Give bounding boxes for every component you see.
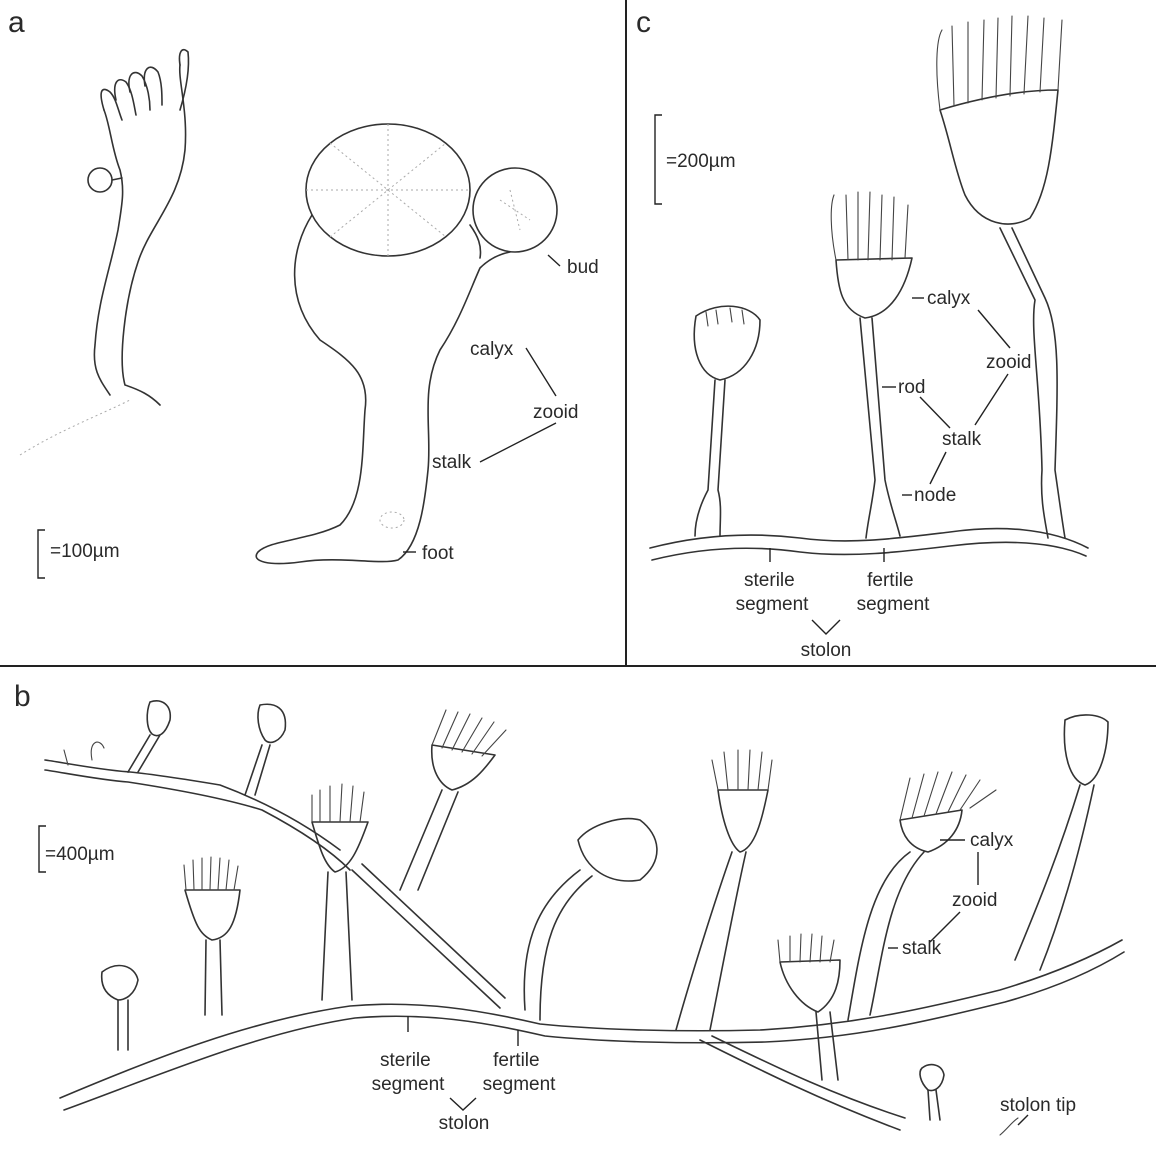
label-c-sterile-line2: segment [736, 594, 810, 615]
label-b-stolon: stolon [439, 1113, 490, 1134]
panel-b-letter: b [14, 680, 31, 713]
panel-c-zooid-left [694, 306, 760, 536]
label-a-foot: foot [422, 543, 454, 564]
label-c-sterile-segment: sterile segment [736, 570, 810, 615]
panel-b-zooids [102, 701, 1108, 1135]
label-c-sterile-line1: sterile [744, 570, 795, 591]
panel-b-stolon [60, 940, 1122, 1098]
label-c-calyx: calyx [927, 288, 971, 309]
label-a-stalk: stalk [432, 452, 472, 473]
label-c-stalk: stalk [942, 429, 982, 450]
label-c-node: node [914, 485, 956, 506]
label-c-zooid: zooid [986, 352, 1031, 373]
panel-b: b [14, 680, 1124, 1135]
panel-a: a bud calyx zooid [8, 6, 599, 578]
label-a-calyx: calyx [470, 339, 514, 360]
label-c-rod: rod [898, 377, 925, 398]
label-b-zooid: zooid [952, 890, 997, 911]
label-b-sterile-line1: sterile [380, 1050, 431, 1071]
panel-c-stolon [650, 529, 1088, 548]
leader-c-rod-stalk [920, 397, 950, 428]
leader-a-calyx-zooid [526, 348, 556, 396]
leader-c-stalk-node [930, 452, 946, 484]
panel-a-letter: a [8, 6, 25, 39]
label-c-stolon: stolon [801, 640, 852, 661]
leader-b-stolon-tip [1018, 1115, 1028, 1125]
label-b-sterile-segment: sterile segment [372, 1050, 446, 1095]
label-b-sterile-line2: segment [372, 1074, 446, 1095]
scale-label-b: =400µm [45, 844, 115, 865]
label-a-zooid: zooid [533, 402, 578, 423]
panel-c-zooid-right [937, 16, 1065, 538]
leader-a-zooid-stalk [480, 423, 556, 462]
label-b-calyx: calyx [970, 830, 1014, 851]
scale-label-a: =100µm [50, 541, 120, 562]
label-a-bud: bud [567, 257, 599, 278]
label-b-fertile-line1: fertile [493, 1050, 539, 1071]
leader-c-stolon [812, 620, 840, 634]
label-c-fertile-segment: fertile segment [857, 570, 931, 615]
label-b-fertile-line2: segment [483, 1074, 557, 1095]
label-b-stolon-tip: stolon tip [1000, 1095, 1076, 1116]
panel-c-letter: c [636, 6, 651, 39]
label-b-fertile-segment: fertile segment [483, 1050, 557, 1095]
leader-b-stolon [450, 1098, 476, 1110]
label-c-fertile-line2: segment [857, 594, 931, 615]
scale-bar-c [655, 115, 662, 204]
panel-c: c calyx zooid rod stalk [636, 6, 1088, 661]
scale-label-c: =200µm [666, 151, 736, 172]
scale-bar-a [38, 530, 45, 578]
label-c-fertile-line1: fertile [867, 570, 913, 591]
label-b-stalk: stalk [902, 938, 942, 959]
leader-c-calyx-zooid [978, 310, 1010, 348]
leader-c-zooid-stalk [975, 374, 1008, 425]
panel-a-small-zooid [20, 50, 189, 455]
panel-c-zooid-middle [831, 192, 912, 538]
leader-a-bud [548, 255, 560, 266]
